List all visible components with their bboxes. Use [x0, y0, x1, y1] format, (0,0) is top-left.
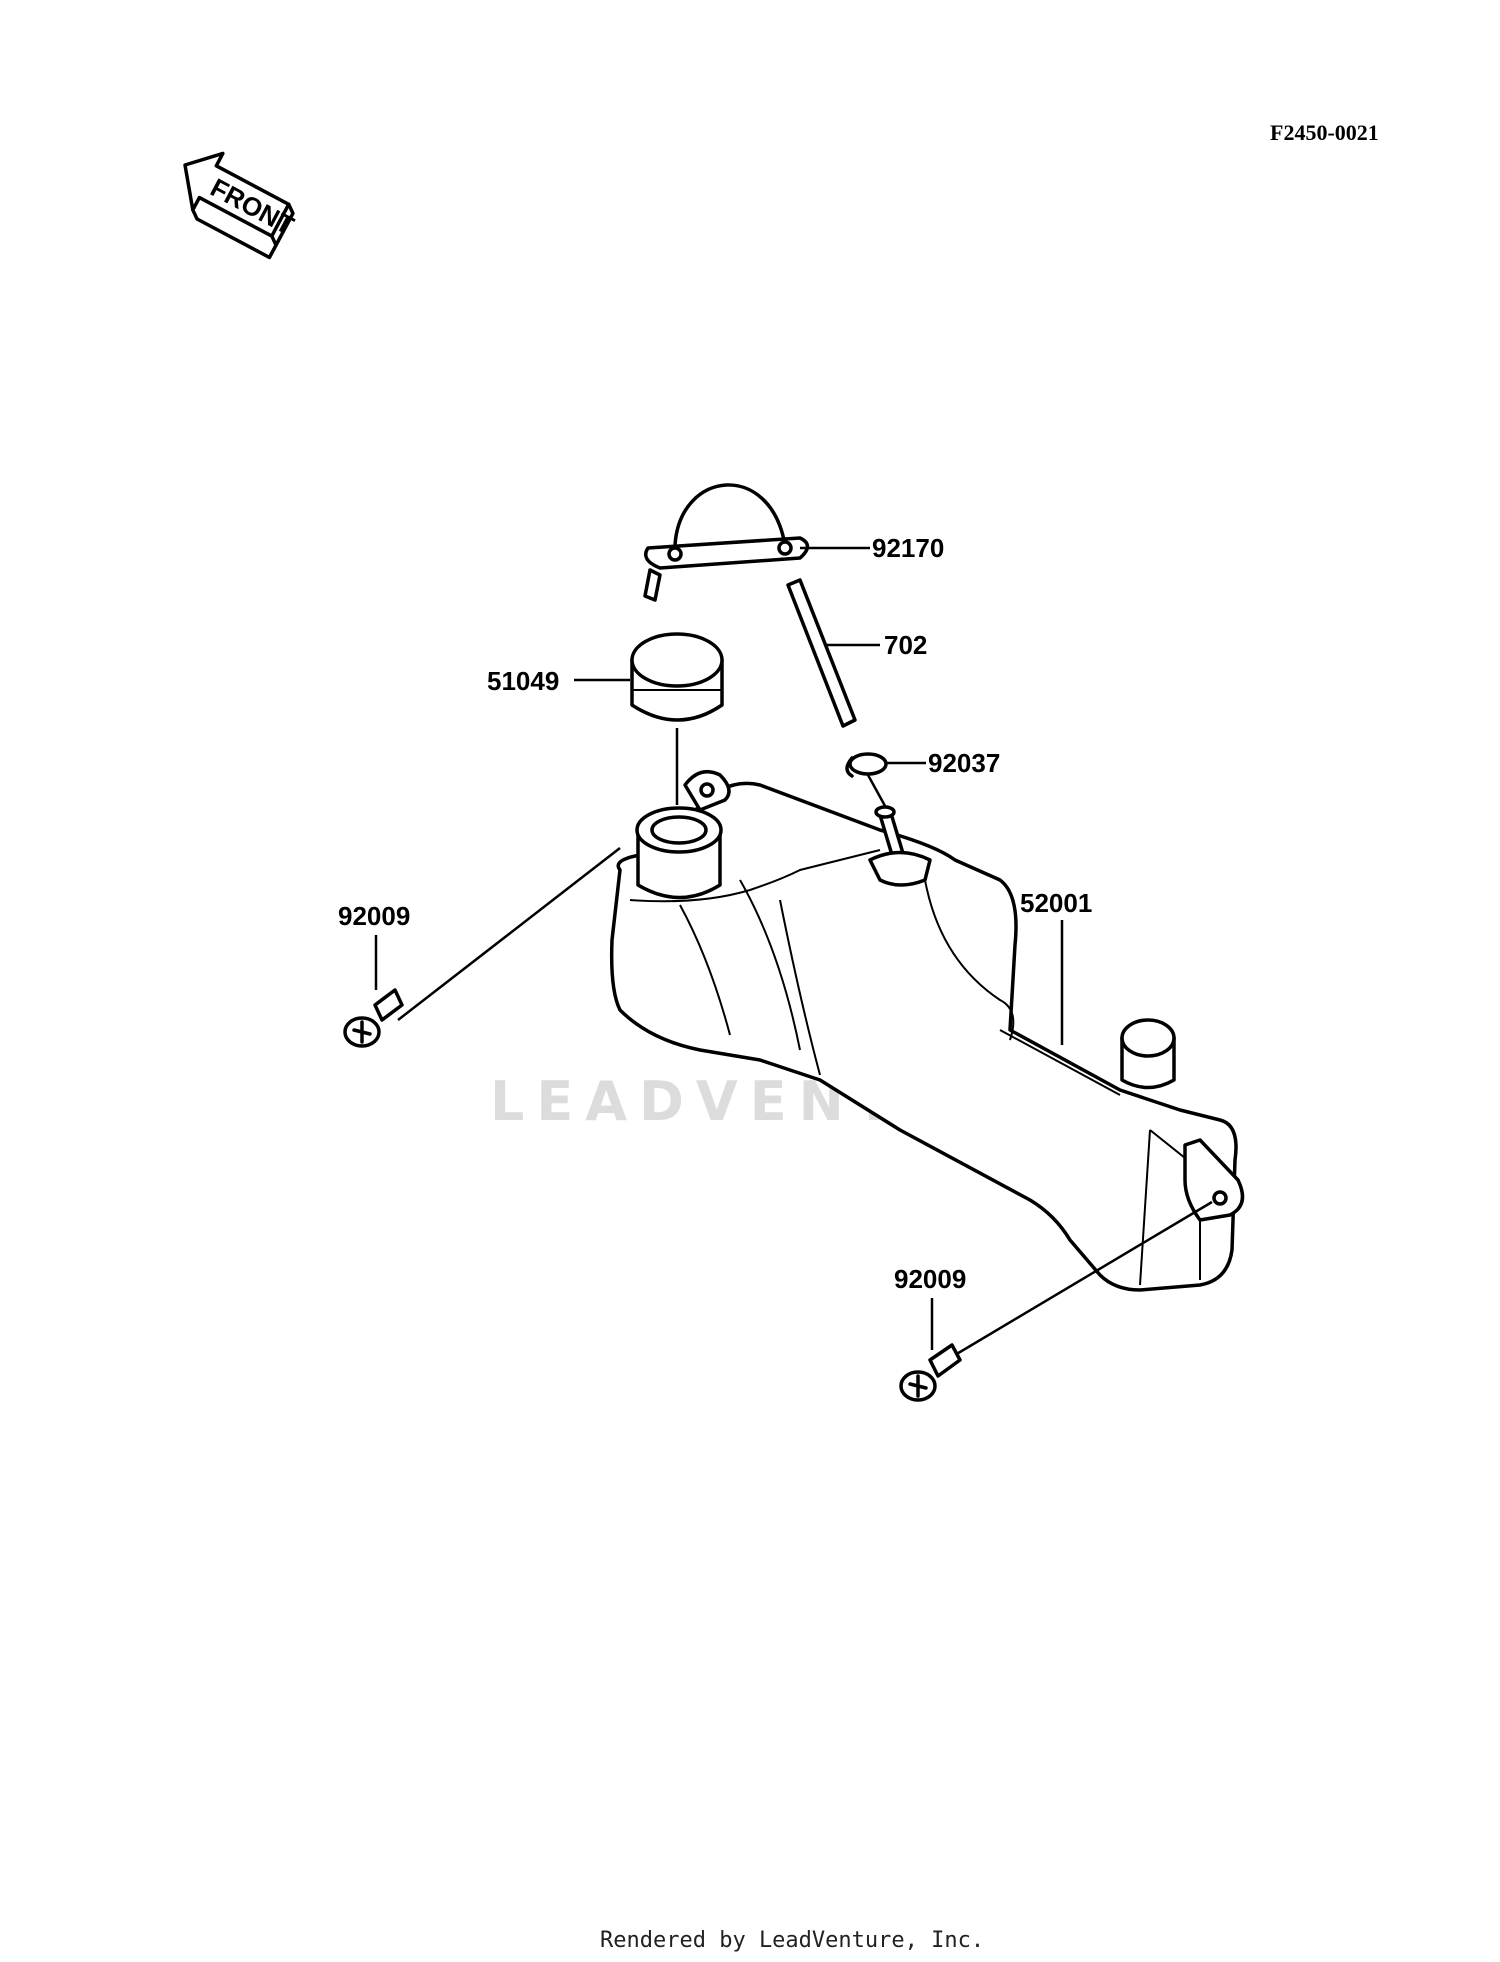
footer-credit: Rendered by LeadVenture, Inc.: [600, 1928, 984, 1953]
figure-code: F2450-0021: [1270, 120, 1379, 145]
callout-92037: 92037: [928, 748, 1000, 778]
cap-part: 51049: [487, 632, 724, 805]
hose-clip-part: 92037: [845, 748, 1000, 816]
callout-52001: 52001: [1020, 888, 1092, 918]
callout-51049: 51049: [487, 666, 559, 696]
callout-702: 702: [884, 630, 927, 660]
reservoir-tank-part: 52001: [609, 769, 1245, 1292]
front-arrow-icon: FRONT: [183, 151, 299, 260]
callout-92170: 92170: [872, 533, 944, 563]
bolt-lower-part: 92009: [894, 1200, 1213, 1402]
callout-92009-lower: 92009: [894, 1264, 966, 1294]
bolt-upper-part: 92009: [338, 847, 621, 1048]
callout-92009-upper: 92009: [338, 901, 410, 931]
clamp-part: 92170: [643, 483, 944, 602]
hose-part: 702: [786, 578, 927, 728]
